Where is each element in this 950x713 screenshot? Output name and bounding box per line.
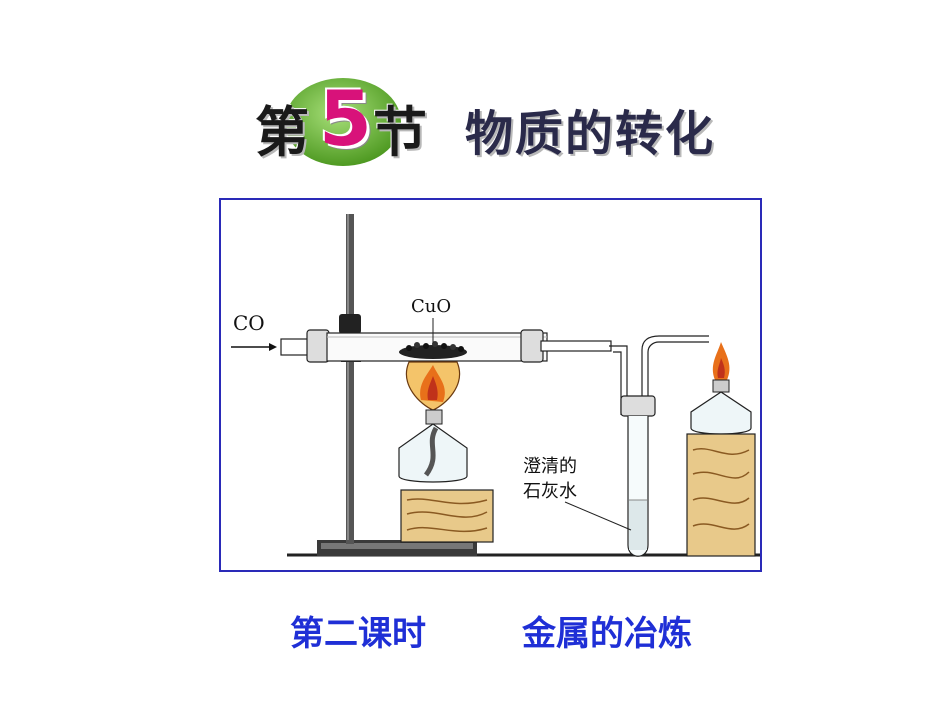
section-title: 物质的转化	[465, 106, 716, 162]
alcohol-lamp-right	[690, 391, 752, 435]
title-char-di: 第	[255, 101, 309, 164]
inlet-tube	[280, 338, 310, 356]
section-number-badge	[285, 78, 401, 166]
green-oval-badge	[285, 78, 401, 166]
experiment-diagram: CO CuO	[219, 198, 762, 572]
exhaust-tube	[647, 341, 709, 396]
wooden-block-right	[686, 433, 756, 557]
lesson-label: 第二课时	[290, 614, 426, 654]
section-number: 5	[319, 74, 372, 163]
clamp	[339, 314, 361, 334]
left-stopper	[306, 329, 330, 363]
co-reduction-apparatus: CO CuO	[231, 214, 760, 557]
title-char-jie: 节	[373, 101, 427, 164]
limewater	[629, 500, 647, 550]
label-limewater-line1: 澄清的	[523, 456, 577, 477]
lesson-topic: 金属的冶炼	[522, 614, 692, 654]
label-cuo: CuO	[411, 296, 451, 317]
stand-rod	[346, 214, 354, 544]
right-stopper	[520, 329, 544, 363]
lesson-subtitle: 第二课时 金属的冶炼	[0, 606, 950, 656]
label-limewater-line2: 石灰水	[523, 481, 577, 502]
cuo-powder	[399, 341, 467, 359]
test-tube-stopper	[620, 395, 656, 417]
lamp-wick-holder	[425, 409, 443, 425]
delivery-tube	[609, 345, 628, 415]
lamp-wick	[423, 426, 439, 477]
label-co: CO	[233, 311, 265, 335]
section-header: 第 5 节 物质的转化	[245, 70, 745, 180]
